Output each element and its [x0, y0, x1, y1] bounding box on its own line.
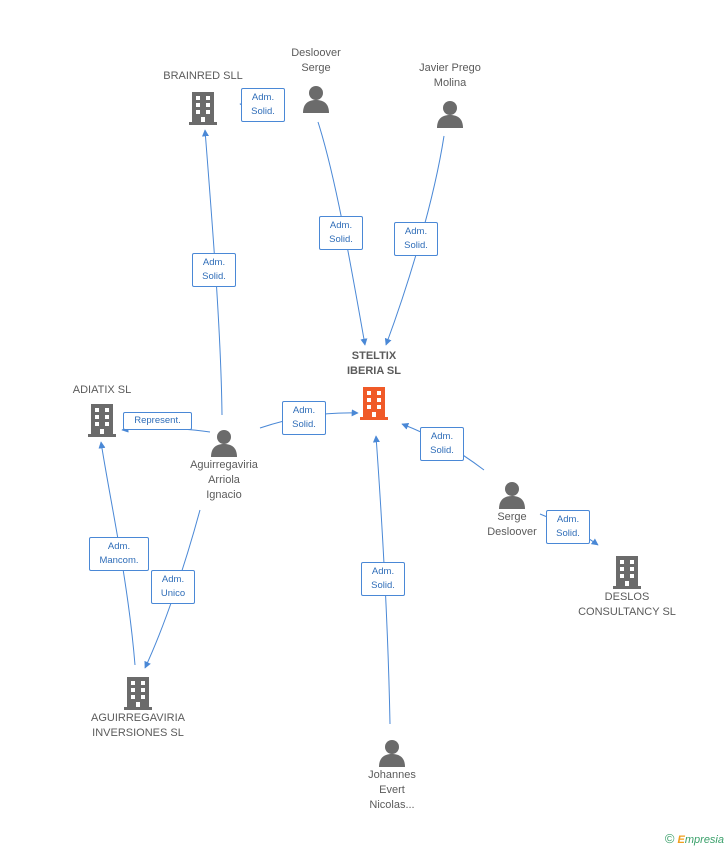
badge-line: Adm. [404, 226, 428, 237]
person-icon [437, 101, 463, 128]
badge-line: Adm. [202, 257, 226, 268]
johannes-line1: Johannes [368, 769, 416, 781]
building-icon [124, 677, 152, 710]
serge-line1: Serge [497, 511, 527, 523]
badge-line: Represent. [134, 415, 181, 426]
desloover-serge-line1: Desloover [291, 47, 341, 59]
person-johannes-evert-nicolas[interactable]: Johannes Evert Nicolas... [350, 738, 434, 813]
johannes-line2: Evert [379, 784, 405, 796]
role-badge-aguirre-steltix[interactable]: Adm. Solid. [282, 401, 326, 435]
role-badge-desloover-steltix[interactable]: Adm. Solid. [319, 216, 363, 250]
javier-line2: Molina [433, 77, 467, 89]
building-icon [88, 404, 116, 437]
company-aguirregaviria-inversiones[interactable]: AGUIRREGAVIRIA INVERSIONES SL [80, 675, 196, 741]
badge-line: Solid. [404, 240, 428, 251]
aguirre-person-line3: Ignacio [206, 489, 242, 501]
badge-line: Solid. [292, 419, 316, 430]
aguirregaviria-inv-line2: INVERSIONES SL [92, 727, 184, 739]
badge-line: Adm. [329, 220, 353, 231]
badge-line: Solid. [329, 234, 353, 245]
johannes-line3: Nicolas... [369, 799, 415, 811]
deslos-line2: CONSULTANCY SL [578, 606, 676, 618]
badge-line: Solid. [251, 106, 275, 117]
person-aguirregaviria-arriola-ignacio[interactable]: Aguirregaviria Arriola Ignacio [174, 428, 274, 503]
person-desloover-serge[interactable]: Desloover Serge [276, 46, 356, 114]
badge-line: Adm. [107, 541, 131, 552]
badge-line: Mancom. [99, 555, 139, 566]
desloover-serge-line2: Serge [301, 62, 331, 74]
role-badge-unico[interactable]: Adm. Unico [151, 570, 195, 604]
building-icon [189, 92, 217, 125]
person-icon [211, 430, 237, 457]
person-icon [499, 482, 525, 509]
badge-line: Adm. [161, 574, 185, 585]
role-badge-brainred-top[interactable]: Adm. Solid. [241, 88, 285, 122]
role-badge-javier-steltix[interactable]: Adm. Solid. [394, 222, 438, 256]
badge-line: Adm. [292, 405, 316, 416]
adiatix-label: ADIATIX SL [72, 384, 132, 396]
company-steltix[interactable]: STELTIX IBERIA SL [334, 349, 414, 421]
empresia-credit: © Empresia [665, 831, 724, 846]
badge-line: Solid. [371, 580, 395, 591]
javier-line1: Javier Prego [419, 62, 481, 74]
building-icon [360, 387, 388, 420]
role-badge-represent[interactable]: Represent. [123, 412, 192, 430]
serge-line2: Desloover [487, 526, 537, 538]
company-deslos-consultancy[interactable]: DESLOS CONSULTANCY SL [572, 554, 682, 620]
role-badge-serge-steltix[interactable]: Adm. Solid. [420, 427, 464, 461]
copyright-symbol: © [664, 831, 675, 846]
aguirre-person-line2: Arriola [208, 474, 240, 486]
badge-line: Solid. [430, 445, 454, 456]
person-serge-desloover[interactable]: Serge Desloover [472, 480, 552, 540]
brainred-label: BRAINRED SLL [163, 70, 243, 82]
role-badge-brainred-mid[interactable]: Adm. Solid. [192, 253, 236, 287]
badge-line: Adm. [556, 514, 580, 525]
steltix-name-line2: IBERIA SL [347, 365, 401, 377]
role-badge-serge-deslos[interactable]: Adm. Solid. [546, 510, 590, 544]
empresia-logo-text: mpresia [684, 834, 724, 846]
badge-line: Adm. [371, 566, 395, 577]
badge-line: Solid. [556, 528, 580, 539]
badge-line: Adm. [430, 431, 454, 442]
steltix-name-line1: STELTIX [351, 350, 397, 362]
person-javier-prego-molina[interactable]: Javier Prego Molina [405, 61, 495, 129]
empresia-logo-e: E [677, 834, 685, 846]
company-adiatix[interactable]: ADIATIX SL [60, 383, 144, 438]
aguirre-person-line1: Aguirregaviria [190, 459, 258, 471]
badge-line: Adm. [251, 92, 275, 103]
deslos-line1: DESLOS [604, 591, 650, 603]
badge-line: Solid. [202, 271, 226, 282]
badge-line: Unico [160, 588, 186, 599]
company-brainred[interactable]: BRAINRED SLL [150, 69, 256, 126]
aguirregaviria-inv-line1: AGUIRREGAVIRIA [91, 712, 185, 724]
building-icon [613, 556, 641, 589]
person-icon [379, 740, 405, 767]
person-icon [303, 86, 329, 113]
role-badge-mancom[interactable]: Adm. Mancom. [89, 537, 149, 571]
role-badge-johannes-steltix[interactable]: Adm. Solid. [361, 562, 405, 596]
